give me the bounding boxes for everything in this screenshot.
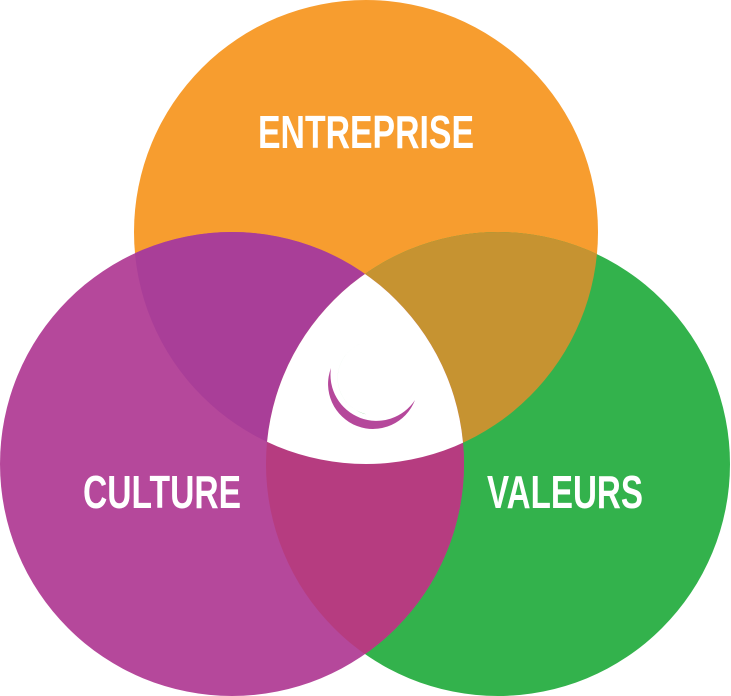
- crescent-logo-icon: [315, 326, 415, 429]
- overlap-center: [266, 232, 464, 464]
- label-valeurs: VALEURS: [487, 466, 643, 518]
- label-culture: CULTURE: [83, 466, 241, 518]
- label-entreprise: ENTREPRISE: [258, 106, 474, 158]
